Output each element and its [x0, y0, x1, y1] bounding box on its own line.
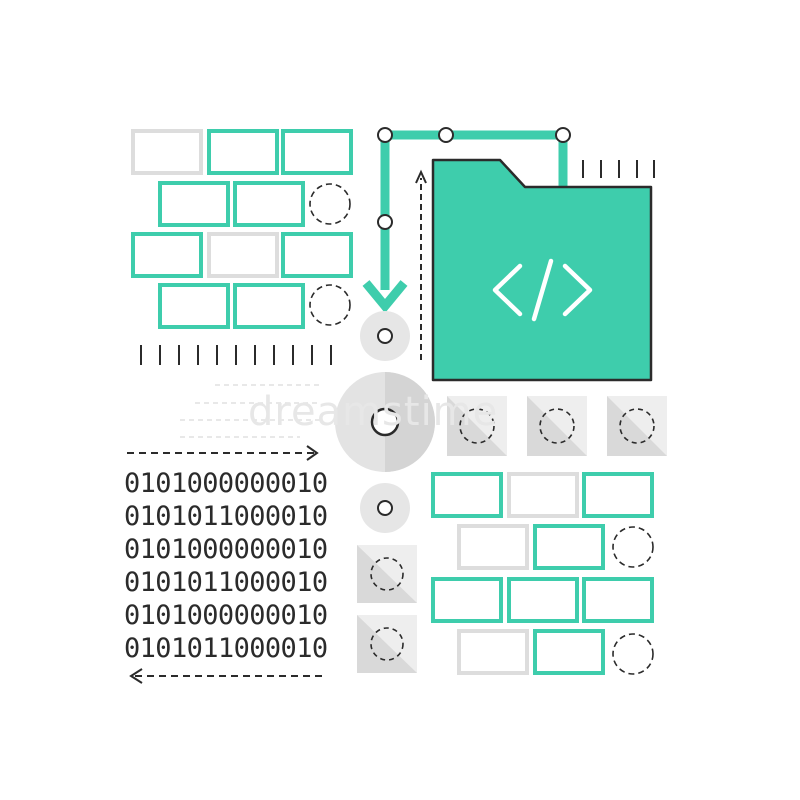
brick: [281, 129, 353, 175]
node-dot: [377, 214, 393, 230]
tick-marks-right: [582, 160, 655, 178]
dashed-circle-icon: [619, 408, 655, 444]
brick: [131, 232, 203, 278]
code-brackets-icon: [492, 258, 593, 322]
binary-row: 0101000000010: [124, 468, 328, 499]
node-dot: [377, 500, 393, 516]
dashed-circle-icon: [370, 627, 404, 661]
brick-wall-top-left: [131, 129, 353, 329]
dashed-circle-icon: [459, 408, 495, 444]
tick-marks-left: [140, 345, 332, 365]
gray-tile: [357, 615, 417, 673]
brick-wall-bottom-right: [431, 472, 654, 675]
center-column: [335, 311, 435, 673]
dashed-arrow-up: [415, 169, 427, 360]
gray-tile: [447, 396, 507, 456]
gray-tile: [527, 396, 587, 456]
binary-row: 0101000000010: [124, 534, 328, 565]
dashed-circle-icon: [309, 183, 351, 225]
dashed-arrow-right: [127, 445, 319, 461]
faded-dashed-lines: [180, 384, 320, 438]
ring-icon: [370, 407, 400, 437]
gray-tile-row: [447, 396, 667, 456]
brick: [507, 472, 579, 518]
brick: [457, 629, 529, 675]
brick: [233, 283, 305, 329]
brick: [207, 232, 279, 278]
node-dot: [377, 127, 393, 143]
dashed-circle-icon: [612, 526, 654, 568]
dashed-circle-icon: [370, 557, 404, 591]
binary-code-block: 0101000000010 0101011000010 010100000001…: [124, 468, 328, 664]
brick: [507, 577, 579, 623]
brick: [431, 577, 503, 623]
node-dot: [555, 127, 571, 143]
node-dot: [438, 127, 454, 143]
brick: [582, 577, 654, 623]
brick: [582, 472, 654, 518]
brick: [533, 524, 605, 570]
gray-tile: [607, 396, 667, 456]
brick: [457, 524, 529, 570]
brick: [281, 232, 353, 278]
brick: [158, 181, 230, 227]
watermark-text: dreamstime: [248, 389, 498, 435]
node-dot: [377, 328, 393, 344]
brick: [207, 129, 279, 175]
dashed-circle-icon: [309, 284, 351, 326]
brick: [233, 181, 305, 227]
brick: [158, 283, 230, 329]
binary-row: 0101011000010: [124, 633, 328, 664]
binary-row: 0101011000010: [124, 501, 328, 532]
brick: [533, 629, 605, 675]
down-arrow-icon: [362, 280, 408, 314]
dashed-arrow-left: [129, 668, 325, 684]
gray-tile: [357, 545, 417, 603]
dashed-circle-icon: [539, 408, 575, 444]
binary-row: 0101011000010: [124, 567, 328, 598]
binary-row: 0101000000010: [124, 600, 328, 631]
brick: [131, 129, 203, 175]
brick: [431, 472, 503, 518]
flow-connector: [362, 127, 571, 314]
dashed-circle-icon: [612, 633, 654, 675]
code-folder: [431, 158, 653, 382]
